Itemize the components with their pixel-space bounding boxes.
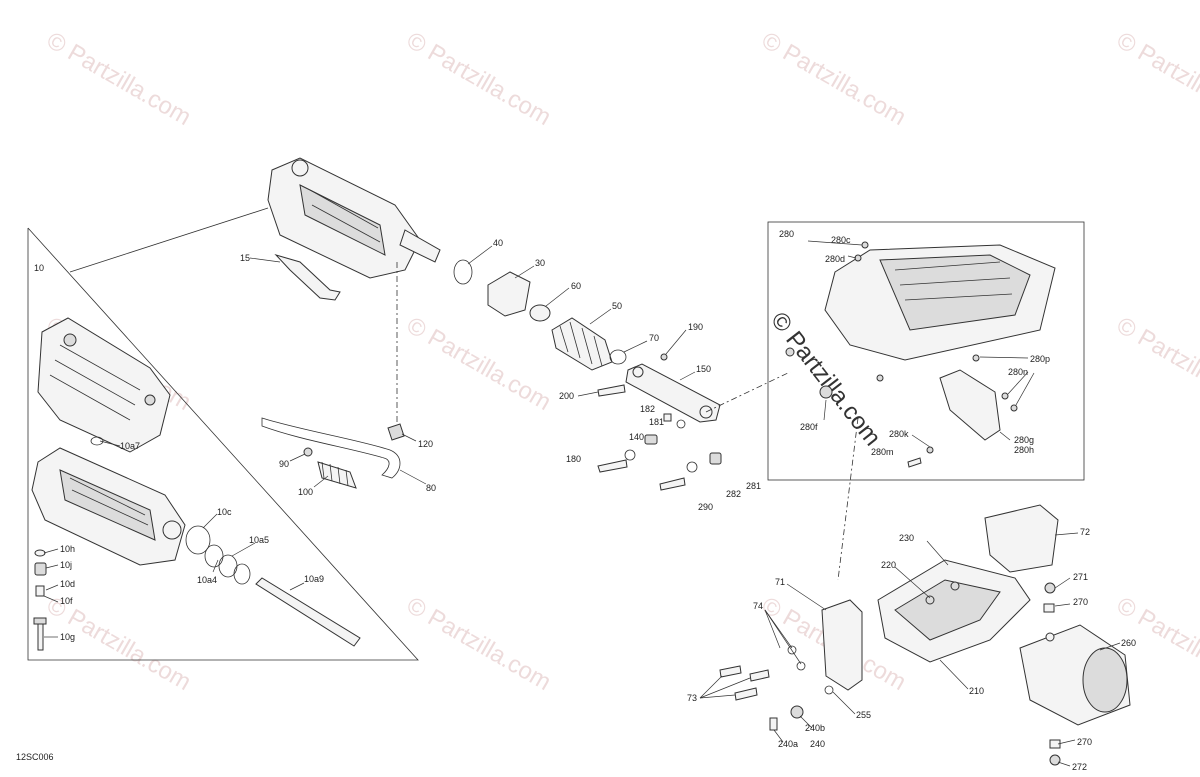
callout-120: 120 <box>418 439 433 449</box>
intake-cover-280 <box>824 244 1056 361</box>
callout-220: 220 <box>881 560 896 570</box>
callout-150: 150 <box>696 364 711 374</box>
callout-74: 74 <box>753 601 763 611</box>
callout-240a: 240a <box>778 739 798 749</box>
callout-255: 255 <box>856 710 871 720</box>
clamp-40 <box>453 259 473 285</box>
callout-10d: 10d <box>60 579 75 589</box>
centerline <box>705 371 791 413</box>
callout-181: 181 <box>649 417 664 427</box>
callout-272: 272 <box>1072 762 1087 772</box>
callout-210: 210 <box>969 686 984 696</box>
callout-260: 260 <box>1121 638 1136 648</box>
callout-10g: 10g <box>60 632 75 642</box>
callout-281: 281 <box>746 481 761 491</box>
bracket-210 <box>877 559 1031 663</box>
callout-240: 240 <box>810 739 825 749</box>
supercharger-assembly <box>267 157 441 279</box>
boot-50 <box>551 317 613 371</box>
watermark: © Partzilla.com <box>1112 312 1200 416</box>
callout-200: 200 <box>559 391 574 401</box>
callout-140: 140 <box>629 432 644 442</box>
callout-10c: 10c <box>217 507 232 517</box>
callout-70: 70 <box>649 333 659 343</box>
watermark: © Partzilla.com <box>757 27 911 131</box>
watermark: © Partzilla.com <box>402 27 556 131</box>
watermark: © Partzilla.com <box>1112 27 1200 131</box>
callout-15: 15 <box>240 253 250 263</box>
stack-fasteners <box>33 549 47 651</box>
callout-271: 271 <box>1073 572 1088 582</box>
callout-10: 10 <box>34 263 44 273</box>
fitting-120 <box>387 423 405 441</box>
supercharger-cover <box>37 317 171 453</box>
callout-280h: 280h <box>1014 445 1034 455</box>
callout-290: 290 <box>698 502 713 512</box>
link-150 <box>625 363 721 423</box>
callout-10j: 10j <box>60 560 72 570</box>
callout-270-lower: 270 <box>1077 737 1092 747</box>
callout-230: 230 <box>899 533 914 543</box>
part-90 <box>303 447 313 457</box>
callout-280k: 280k <box>889 429 909 439</box>
ring-60 <box>529 304 551 322</box>
callout-280f: 280f <box>800 422 818 432</box>
watermark: © Partzilla.com <box>42 592 196 696</box>
callout-10a7: 10a7 <box>120 441 140 451</box>
callout-182: 182 <box>640 404 655 414</box>
callout-280c: 280c <box>831 235 851 245</box>
bracket-280g <box>939 369 1001 441</box>
duct-260 <box>1019 624 1131 726</box>
hose-80 <box>261 417 401 479</box>
callout-71: 71 <box>775 577 785 587</box>
leader-lines <box>43 240 1121 767</box>
shaft-10a9 <box>255 577 361 647</box>
callout-240b: 240b <box>805 723 825 733</box>
callout-10f: 10f <box>60 596 73 606</box>
callout-30: 30 <box>535 258 545 268</box>
callout-100: 100 <box>298 487 313 497</box>
centerline <box>837 417 859 581</box>
watermark: © Partzilla.com <box>42 27 196 131</box>
callout-80: 80 <box>426 483 436 493</box>
callout-72: 72 <box>1080 527 1090 537</box>
callout-280d: 280d <box>825 254 845 264</box>
callout-10h: 10h <box>60 544 75 554</box>
bracket-15 <box>274 254 341 301</box>
watermark: © Partzilla.com <box>402 592 556 696</box>
callout-270: 270 <box>1073 597 1088 607</box>
callout-280n: 280n <box>1008 367 1028 377</box>
callout-40: 40 <box>493 238 503 248</box>
callout-labels: 10 10a7 10c 10a5 10a4 10a9 10h 10j 10d 1… <box>34 229 1136 772</box>
small-hardware <box>597 353 722 491</box>
watermark: © Partzilla.com <box>402 312 556 416</box>
callout-280p: 280p <box>1030 354 1050 364</box>
bracket-71 <box>821 599 863 691</box>
callout-180: 180 <box>566 454 581 464</box>
callout-73: 73 <box>687 693 697 703</box>
callout-90: 90 <box>279 459 289 469</box>
detail-frame-10 <box>27 207 419 661</box>
callout-280: 280 <box>779 229 794 239</box>
adapter-72 <box>984 504 1059 573</box>
detail-frame-280 <box>767 221 1085 481</box>
coupler-30 <box>487 271 531 317</box>
clamp-70 <box>609 349 627 365</box>
supercharger-housing <box>31 447 186 566</box>
callout-10a5: 10a5 <box>249 535 269 545</box>
callout-280m: 280m <box>871 447 894 457</box>
callout-280g: 280g <box>1014 435 1034 445</box>
seal-rings <box>90 436 251 585</box>
callout-282: 282 <box>726 489 741 499</box>
callout-10a9: 10a9 <box>304 574 324 584</box>
callout-190: 190 <box>688 322 703 332</box>
spring-100 <box>317 461 357 489</box>
callout-60: 60 <box>571 281 581 291</box>
diagram-code: 12SC006 <box>16 752 54 762</box>
hardware-lower <box>719 581 1061 766</box>
callout-50: 50 <box>612 301 622 311</box>
callout-10a4: 10a4 <box>197 575 217 585</box>
